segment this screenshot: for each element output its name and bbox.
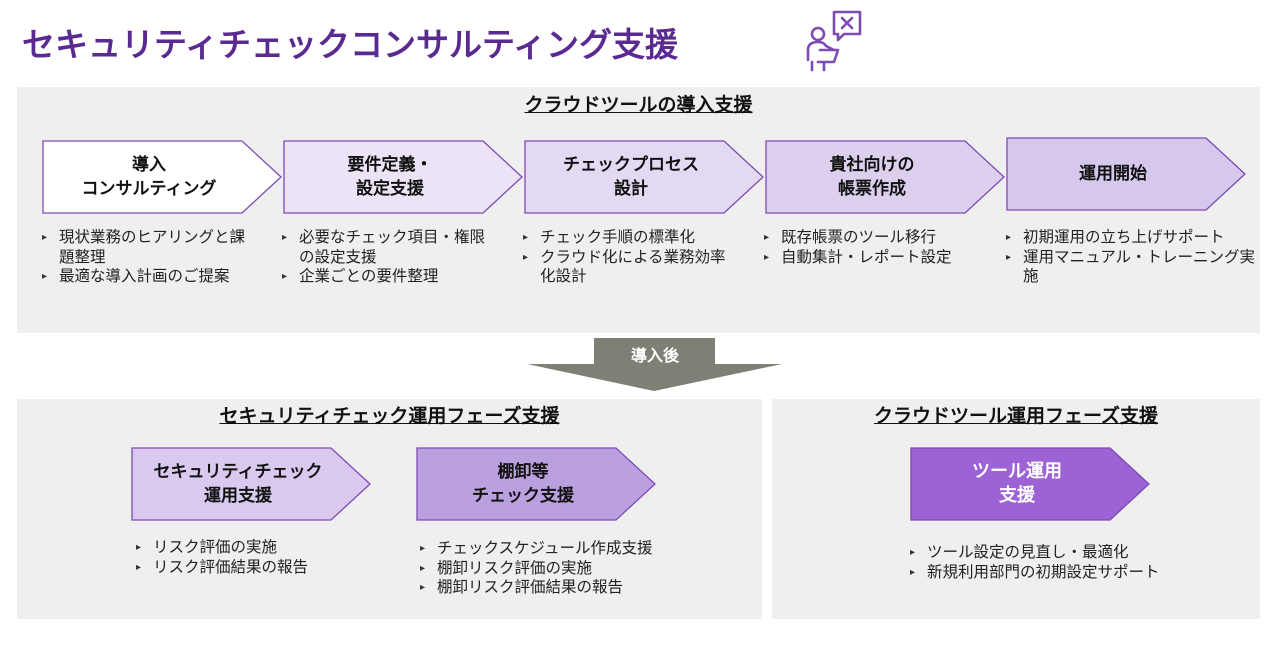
list-item: ▸チェックスケジュール作成支援 [420, 539, 653, 557]
step-label: ツール運用 支援 [972, 461, 1062, 506]
down-arrow-icon [527, 338, 782, 393]
bullet-list: ▸リスク評価の実施 ▸リスク評価結果の報告 [136, 538, 366, 577]
step-arrow-form-creation: 貴社向けの 帳票作成 [765, 140, 1005, 214]
step-arrow-security-check-operation: セキュリティチェック 運用支援 [131, 447, 371, 521]
list-item: ▸最適な導入計画のご提案 [42, 267, 230, 285]
step-label: 運用開始 [1079, 164, 1147, 184]
panel-title: クラウドツール運用フェーズ支援 [873, 405, 1159, 427]
list-item: ▸リスク評価結果の報告 [136, 557, 309, 576]
list-item: ▸現状業務のヒアリングと課題整理 [42, 228, 246, 266]
list-item: ▸チェック手順の標準化 [523, 228, 696, 246]
panel-title: クラウドツールの導入支援 [524, 94, 753, 116]
list-item: ▸クラウド化による業務効率化設計 [523, 247, 726, 286]
step-arrow-inventory-check: 棚卸等 チェック支援 [416, 447, 656, 521]
step-label: セキュリティチェック 運用支援 [153, 462, 323, 506]
step-label: 要件定義・ 設定支援 [347, 155, 433, 199]
list-item: ▸既存帳票のツール移行 [764, 228, 937, 246]
panel-title: セキュリティチェック運用フェーズ支援 [219, 405, 560, 427]
bullet-list: ▸既存帳票のツール移行 ▸自動集計・レポート設定 [764, 228, 984, 267]
list-item: ▸リスク評価の実施 [136, 538, 278, 556]
bullet-list: ▸初期運用の立ち上げサポート ▸運用マニュアル・トレーニング実施 [1006, 228, 1256, 287]
step-label: チェックプロセス 設計 [563, 155, 699, 199]
step-arrow-introduction-consulting: 導入 コンサルティング [42, 140, 282, 214]
list-item: ▸運用マニュアル・トレーニング実施 [1006, 247, 1256, 286]
bullet-list: ▸チェック手順の標準化 ▸クラウド化による業務効率化設計 [523, 228, 728, 287]
step-arrow-check-process: チェックプロセス 設計 [524, 140, 764, 214]
list-item: ▸棚卸リスク評価結果の報告 [420, 578, 624, 596]
list-item: ▸初期運用の立ち上げサポート [1006, 228, 1225, 246]
list-item: ▸必要なチェック項目・権限の設定支援 [282, 228, 486, 266]
step-arrow-tool-operation: ツール運用 支援 [910, 447, 1150, 521]
transition-label: 導入後 [630, 346, 679, 365]
list-item: ▸企業ごとの要件整理 [282, 267, 439, 285]
page-title: セキュリティチェックコンサルティング支援 [22, 25, 679, 64]
bullet-list: ▸現状業務のヒアリングと課題整理 ▸最適な導入計画のご提案 [42, 228, 252, 287]
step-arrow-requirements: 要件定義・ 設定支援 [283, 140, 523, 214]
list-item: ▸自動集計・レポート設定 [764, 247, 952, 266]
step-label: 貴社向けの 帳票作成 [829, 155, 915, 199]
list-item: ▸ツール設定の見直し・最適化 [910, 543, 1129, 561]
step-label: 棚卸等 チェック支援 [472, 462, 574, 506]
list-item: ▸新規利用部門の初期設定サポート [910, 562, 1160, 581]
bullet-list: ▸ツール設定の見直し・最適化 ▸新規利用部門の初期設定サポート [910, 543, 1210, 582]
bullet-list: ▸チェックスケジュール作成支援 ▸棚卸リスク評価の実施 ▸棚卸リスク評価結果の報… [420, 539, 700, 598]
consultant-icon [804, 10, 864, 72]
list-item: ▸棚卸リスク評価の実施 [420, 558, 593, 577]
step-arrow-operation-start: 運用開始 [1006, 137, 1246, 211]
step-label: 導入 コンサルティング [81, 155, 217, 199]
bullet-list: ▸必要なチェック項目・権限の設定支援 ▸企業ごとの要件整理 [282, 228, 492, 287]
